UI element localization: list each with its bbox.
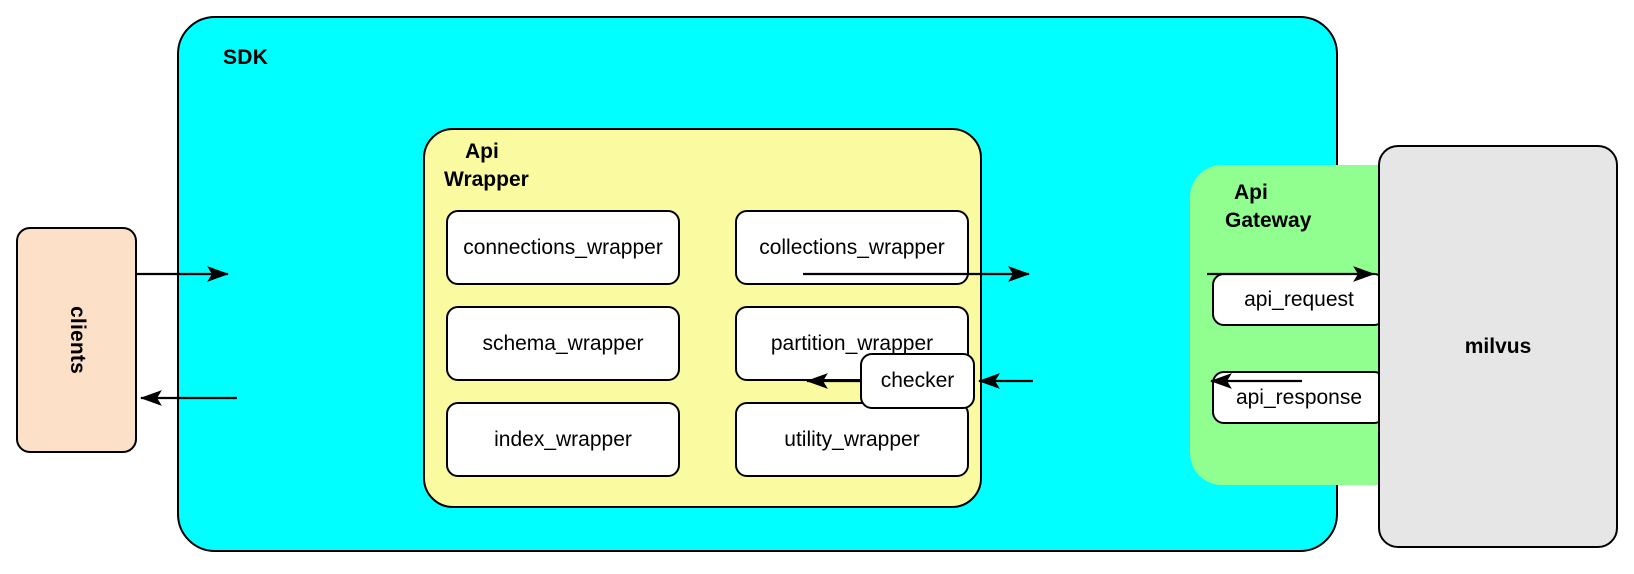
api-gateway-label-line1: Api: [1234, 181, 1268, 204]
milvus-node[interactable]: milvus: [1378, 145, 1618, 548]
sdk-label: SDK: [223, 46, 269, 69]
clients-label: clients: [65, 306, 89, 374]
api-gateway-label: Api Gateway: [1225, 179, 1374, 235]
checker-box[interactable]: checker: [860, 353, 975, 409]
api-request-box[interactable]: api_request: [1212, 273, 1386, 326]
api-response-box[interactable]: api_response: [1212, 371, 1386, 424]
module-partition-wrapper[interactable]: partition_wrapper: [735, 306, 969, 381]
sdk-container[interactable]: SDK Api Wrapper connections_wrapper coll…: [177, 16, 1416, 552]
api-wrapper-label-line2: Wrapper: [444, 167, 529, 191]
module-utility-wrapper[interactable]: utility_wrapper: [735, 402, 969, 477]
module-schema-wrapper[interactable]: schema_wrapper: [446, 306, 680, 381]
api-wrapper-label-line1: Api: [465, 140, 499, 163]
clients-node[interactable]: clients: [16, 227, 137, 453]
api-wrapper-container[interactable]: Api Wrapper connections_wrapper collecti…: [423, 128, 982, 508]
module-collections-wrapper[interactable]: collections_wrapper: [735, 210, 969, 285]
module-index-wrapper[interactable]: index_wrapper: [446, 402, 680, 477]
api-wrapper-label: Api Wrapper: [444, 138, 585, 194]
module-connections-wrapper[interactable]: connections_wrapper: [446, 210, 680, 285]
milvus-label: milvus: [1464, 334, 1532, 358]
api-gateway-label-line2: Gateway: [1225, 208, 1312, 232]
